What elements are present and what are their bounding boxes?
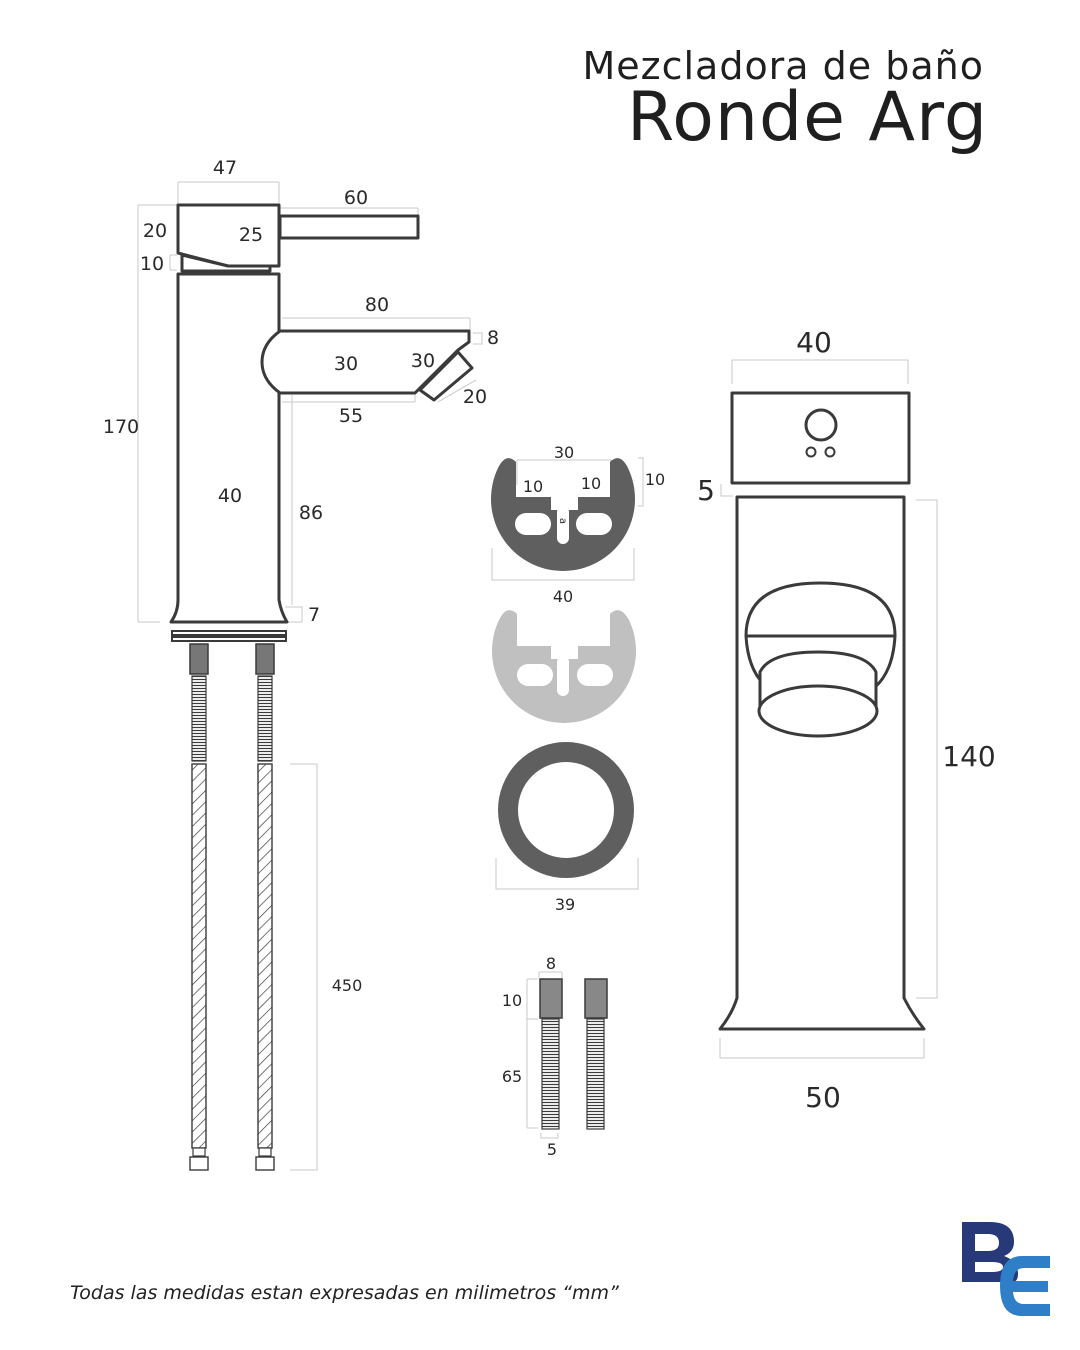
dim-clamp-slot-height: 10: [645, 470, 665, 489]
dim-front-top-width: 40: [796, 326, 832, 359]
dim-top-width: 47: [213, 157, 237, 179]
dim-body-width: 40: [218, 485, 242, 507]
be-logo: [962, 1222, 1050, 1316]
hose-right: [255, 643, 275, 1171]
dim-clamp-slot-right: 10: [581, 474, 601, 493]
dim-foot-height: 7: [308, 604, 320, 626]
dim-spout-base: 55: [339, 405, 363, 427]
product-subtitle: Mezcladora de baño: [582, 44, 984, 88]
dim-base-height: 86: [299, 502, 323, 524]
dim-ring-outer-width: 39: [555, 895, 575, 914]
clamp-marking: a: [557, 518, 568, 524]
mounting-studs: 8 10 65 5: [502, 954, 608, 1159]
dim-collar-height: 10: [140, 253, 164, 275]
dim-stud-nut-height: 10: [502, 991, 522, 1010]
dim-spout-length: 80: [365, 294, 389, 316]
hose-left: [189, 643, 209, 1171]
side-view: 47 60 20 25 10 170 80 8 30 30 20 55 40 8…: [103, 157, 499, 1171]
dim-handle-offset: 25: [239, 224, 263, 246]
product-title: Ronde Arg: [627, 78, 988, 157]
dim-spout-tip: 8: [487, 327, 499, 349]
dim-handle-length: 60: [344, 187, 368, 209]
dim-outlet: 20: [463, 386, 487, 408]
dim-total-height: 170: [103, 416, 139, 438]
washer-ring: 39: [495, 742, 639, 914]
dim-hose-length: 450: [332, 976, 363, 995]
dim-clamp-slot-left: 10: [523, 477, 543, 496]
dim-stud-thread-length: 65: [502, 1067, 522, 1086]
dim-front-body-height: 140: [942, 740, 995, 773]
dim-clamp-width-top: 30: [554, 443, 574, 462]
front-view: 40 5 140 50: [697, 326, 996, 1114]
dim-front-base-width: 50: [805, 1081, 841, 1114]
dim-clamp-outer-width: 40: [553, 587, 573, 606]
dim-cap-height: 20: [143, 220, 167, 242]
dim-stud-diameter: 5: [547, 1140, 557, 1159]
footer-note: Todas las medidas estan expresadas en mi…: [70, 1282, 619, 1304]
dim-front-gap: 5: [697, 474, 715, 507]
mounting-clamp-dark: a 30 10 10 10 40: [491, 443, 665, 606]
mounting-clamp-light: [491, 610, 636, 723]
dim-stud-width: 8: [546, 954, 556, 973]
dim-spout-angle: 30: [411, 350, 435, 372]
dim-spout-height: 30: [334, 353, 358, 375]
